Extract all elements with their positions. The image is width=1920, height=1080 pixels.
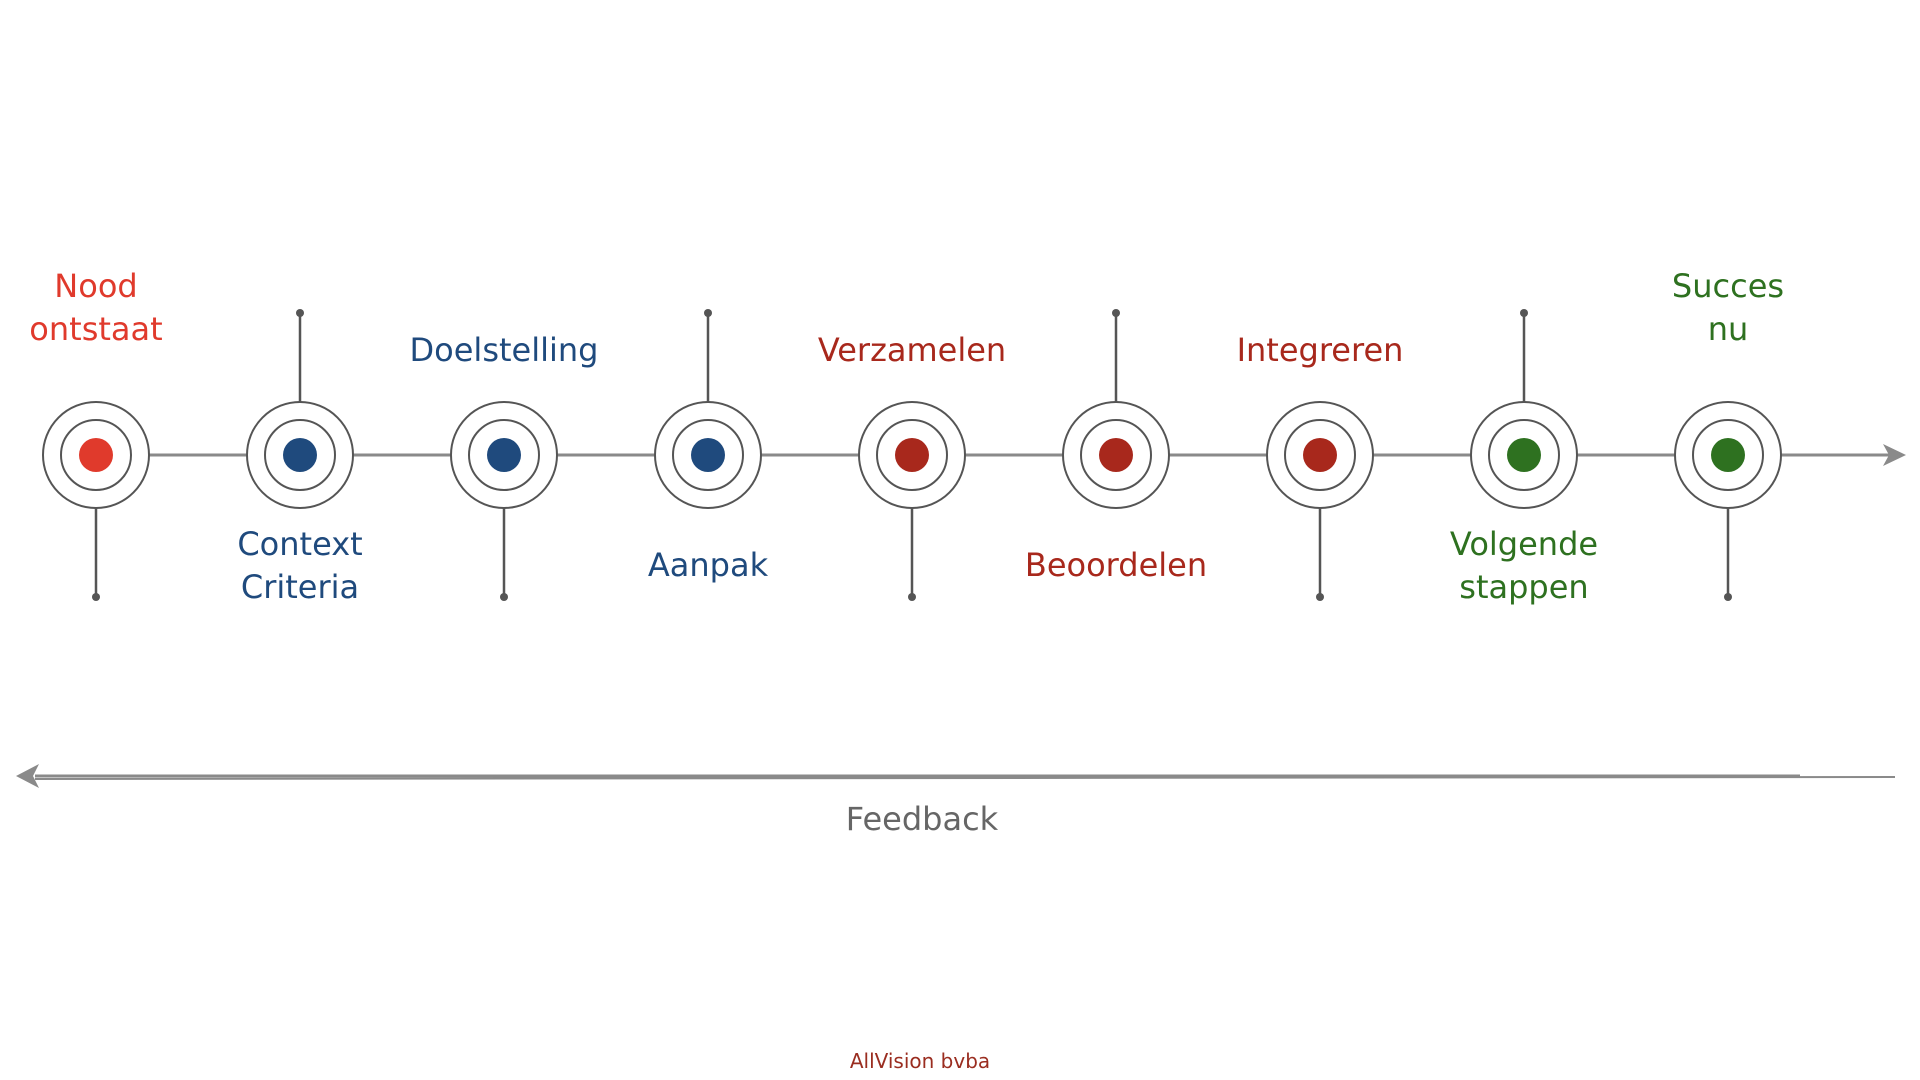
- step-label: Succes: [1672, 267, 1784, 305]
- step-label: stappen: [1459, 568, 1588, 606]
- stem-end-dot: [500, 593, 508, 601]
- step-label: Context: [237, 525, 362, 563]
- process-steps: NoodontstaatContextCriteriaDoelstellingA…: [29, 267, 1784, 606]
- step-label: Criteria: [241, 568, 359, 606]
- process-step: Succes nu: [1672, 267, 1784, 601]
- process-step: Beoordelen: [1025, 309, 1207, 584]
- stem-end-dot: [1112, 309, 1120, 317]
- arrow-right-icon: [1883, 444, 1906, 466]
- process-step: Integreren: [1237, 331, 1404, 601]
- target-center-dot: [79, 438, 113, 472]
- process-step: Volgende stappen: [1450, 309, 1598, 606]
- stem-end-dot: [908, 593, 916, 601]
- process-step: Verzamelen: [818, 331, 1006, 601]
- step-label: ontstaat: [29, 310, 162, 348]
- timeline-axis: [60, 444, 1906, 466]
- target-center-dot: [1303, 438, 1337, 472]
- target-center-dot: [691, 438, 725, 472]
- step-label: Volgende: [1450, 525, 1598, 563]
- target-center-dot: [283, 438, 317, 472]
- stem-end-dot: [1520, 309, 1528, 317]
- process-step: Doelstelling: [410, 331, 599, 601]
- step-label: Doelstelling: [410, 331, 599, 369]
- footer-company: AllVision bvba: [850, 1049, 990, 1073]
- stem-end-dot: [704, 309, 712, 317]
- target-center-dot: [895, 438, 929, 472]
- stem-end-dot: [1316, 593, 1324, 601]
- process-step: Aanpak: [648, 309, 769, 584]
- arrow-left-icon: [16, 764, 39, 788]
- step-label: Nood: [54, 267, 137, 305]
- step-label: nu: [1708, 310, 1749, 348]
- target-center-dot: [487, 438, 521, 472]
- target-center-dot: [1507, 438, 1541, 472]
- step-label: Verzamelen: [818, 331, 1006, 369]
- step-label: Aanpak: [648, 546, 769, 584]
- step-label: Integreren: [1237, 331, 1404, 369]
- stem-end-dot: [296, 309, 304, 317]
- step-label: Beoordelen: [1025, 546, 1207, 584]
- stem-end-dot: [92, 593, 100, 601]
- feedback-arrow: [16, 764, 1895, 788]
- feedback-label: Feedback: [846, 800, 999, 838]
- process-step: Nood ontstaat: [29, 267, 163, 601]
- target-center-dot: [1711, 438, 1745, 472]
- stem-end-dot: [1724, 593, 1732, 601]
- target-center-dot: [1099, 438, 1133, 472]
